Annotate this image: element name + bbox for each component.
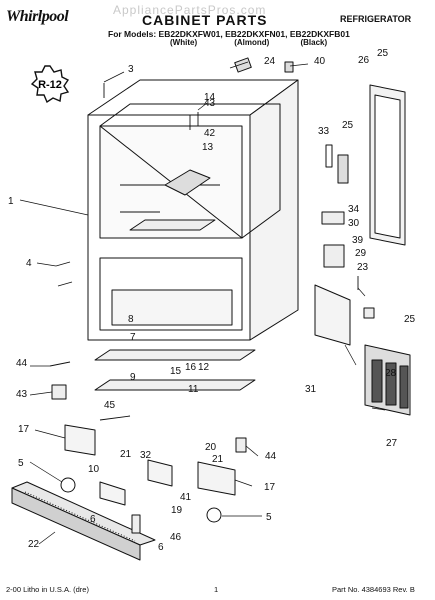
callout-16: 16 — [185, 362, 197, 373]
callout-21: 21 — [120, 449, 132, 460]
callout-32: 32 — [140, 450, 152, 461]
callout-26: 26 — [358, 55, 370, 66]
grille-27 — [364, 344, 411, 416]
callout-25: 25 — [342, 120, 354, 131]
footer-litho: 2-00 Litho in U.S.A. (dre) — [6, 585, 89, 594]
roller-left — [60, 477, 76, 493]
callout-6: 6 — [158, 542, 164, 553]
callout-46: 46 — [170, 532, 182, 543]
callout-41: 41 — [180, 492, 192, 503]
callout-5: 5 — [18, 458, 24, 469]
callout-28: 28 — [385, 368, 397, 379]
footer-part-number: Part No. 4384693 Rev. B — [332, 585, 415, 594]
cabinet-shell — [87, 79, 299, 341]
callout-4: 4 — [26, 258, 32, 269]
callout-40: 40 — [314, 56, 326, 67]
model-colors: (White) (Almond) (Black) — [170, 38, 327, 47]
callout-9: 9 — [130, 372, 136, 383]
callout-44: 44 — [16, 358, 28, 369]
callout-7: 7 — [130, 332, 136, 343]
callout-39: 39 — [352, 235, 364, 246]
badge-text: R-12 — [38, 79, 62, 91]
callout-20: 20 — [205, 442, 217, 453]
callout-30: 30 — [348, 218, 360, 229]
callout-43: 43 — [16, 389, 28, 400]
callout-25: 25 — [404, 314, 416, 325]
callout-13: 13 — [202, 142, 214, 153]
logo-wordmark: Whirlpool — [6, 8, 69, 25]
lower-rail — [94, 379, 256, 391]
callout-6: 6 — [90, 514, 96, 525]
color-white: (White) — [170, 38, 198, 47]
callout-34: 34 — [348, 204, 360, 215]
category-label: REFRIGERATOR — [340, 14, 412, 24]
footer-page-number: 1 — [214, 585, 219, 594]
callout-29: 29 — [355, 248, 367, 259]
color-almond: (Almond) — [234, 38, 270, 47]
page-title: CABINET PARTS — [142, 12, 268, 28]
brand-logo: Whirlpool — [6, 8, 88, 36]
callout-11: 11 — [188, 384, 199, 395]
roller-bracket-right — [197, 461, 236, 496]
callout-14: 14 — [204, 92, 216, 103]
callout-22: 22 — [28, 539, 40, 550]
color-black: (Black) — [300, 38, 328, 47]
roller-bracket-left — [64, 424, 96, 456]
callout-45: 45 — [104, 400, 116, 411]
callout-19: 19 — [171, 505, 183, 516]
callout-12: 12 — [198, 362, 210, 373]
r12-badge-icon: R-12 — [30, 65, 70, 104]
callout-31: 31 — [305, 384, 317, 395]
bracket-30 — [314, 284, 351, 346]
callout-42: 42 — [204, 128, 216, 139]
callout-33: 33 — [318, 126, 330, 137]
callout-8: 8 — [128, 314, 134, 325]
callout-10: 10 — [88, 464, 100, 475]
callout-23: 23 — [357, 262, 369, 273]
kick-plate-22 — [11, 481, 156, 561]
roller-right — [206, 507, 222, 523]
models-line: For Models: EB22DKXFW01, EB22DKXFN01, EB… — [108, 29, 350, 39]
callout-3: 3 — [128, 64, 134, 75]
callout-17: 17 — [264, 482, 276, 493]
callout-17: 17 — [18, 424, 30, 435]
callout-43: 43 — [204, 98, 216, 109]
callout-24: 24 — [264, 56, 276, 67]
bottom-rail — [94, 349, 256, 361]
callout-21: 21 — [212, 454, 224, 465]
watermark: AppliancePartsPros.com — [113, 3, 267, 17]
callout-1: 1 — [8, 196, 14, 207]
callout-25: 25 — [377, 48, 389, 59]
callout-27: 27 — [386, 438, 398, 449]
callout-44: 44 — [265, 451, 277, 462]
callout-15: 15 — [170, 366, 182, 377]
callout-5: 5 — [266, 512, 272, 523]
